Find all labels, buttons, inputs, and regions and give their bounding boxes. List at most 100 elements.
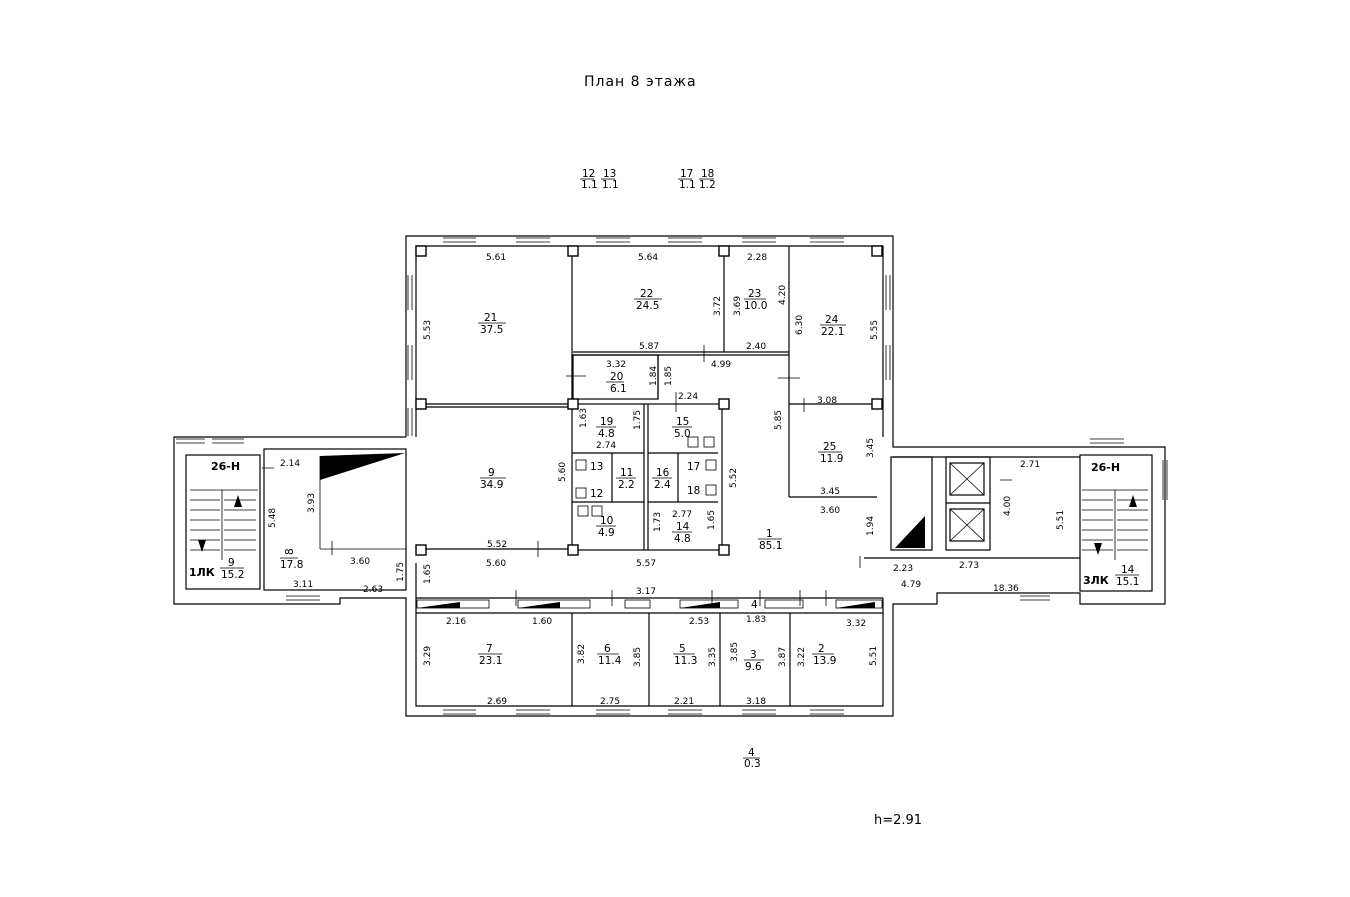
svg-text:5.0: 5.0 bbox=[674, 428, 691, 440]
svg-text:5.60: 5.60 bbox=[486, 559, 506, 569]
windows bbox=[176, 237, 1168, 715]
svg-text:23.1: 23.1 bbox=[479, 655, 502, 667]
svg-text:1.73: 1.73 bbox=[653, 512, 663, 532]
svg-text:2.77: 2.77 bbox=[672, 510, 692, 520]
svg-text:5.52: 5.52 bbox=[729, 468, 739, 488]
svg-text:5.64: 5.64 bbox=[638, 253, 658, 263]
svg-text:14: 14 bbox=[676, 521, 690, 533]
svg-text:15.1: 15.1 bbox=[1116, 576, 1139, 588]
interior-walls bbox=[416, 246, 1080, 706]
svg-text:7: 7 bbox=[486, 643, 493, 655]
right-stair bbox=[895, 489, 1148, 560]
svg-text:1.75: 1.75 bbox=[396, 562, 406, 582]
svg-text:2.74: 2.74 bbox=[596, 441, 616, 451]
svg-text:18: 18 bbox=[687, 485, 700, 497]
svg-text:3.60: 3.60 bbox=[350, 557, 370, 567]
svg-text:18: 18 bbox=[701, 168, 714, 180]
svg-text:21: 21 bbox=[484, 312, 497, 324]
svg-text:22.1: 22.1 bbox=[821, 326, 844, 338]
svg-text:4.00: 4.00 bbox=[1003, 496, 1013, 516]
svg-text:3.29: 3.29 bbox=[423, 646, 433, 666]
svg-text:3.60: 3.60 bbox=[820, 506, 840, 516]
svg-text:26-Н: 26-Н bbox=[211, 460, 240, 473]
svg-text:3: 3 bbox=[750, 649, 757, 661]
svg-text:22: 22 bbox=[640, 288, 653, 300]
svg-text:2.53: 2.53 bbox=[689, 617, 709, 627]
svg-text:16: 16 bbox=[656, 467, 670, 479]
svg-text:18.36: 18.36 bbox=[993, 584, 1019, 594]
svg-text:17: 17 bbox=[687, 461, 700, 473]
svg-text:11.3: 11.3 bbox=[674, 655, 697, 667]
svg-text:12: 12 bbox=[582, 168, 595, 180]
floating-room-12: 12 1.1 bbox=[580, 168, 598, 191]
svg-text:5: 5 bbox=[679, 643, 686, 655]
svg-text:26-Н: 26-Н bbox=[1091, 461, 1120, 474]
svg-text:24: 24 bbox=[825, 314, 839, 326]
svg-text:2.75: 2.75 bbox=[600, 697, 620, 707]
svg-text:10.0: 10.0 bbox=[744, 300, 767, 312]
svg-text:3.35: 3.35 bbox=[708, 647, 718, 667]
svg-text:3.93: 3.93 bbox=[307, 493, 317, 513]
svg-text:2.23: 2.23 bbox=[893, 564, 913, 574]
svg-text:11: 11 bbox=[620, 467, 633, 479]
svg-text:8: 8 bbox=[284, 548, 296, 555]
svg-text:13: 13 bbox=[603, 168, 616, 180]
svg-text:5.57: 5.57 bbox=[636, 559, 656, 569]
svg-text:1.94: 1.94 bbox=[866, 516, 876, 536]
svg-text:1.1: 1.1 bbox=[679, 179, 696, 191]
structural-columns bbox=[415, 245, 883, 556]
svg-text:2.24: 2.24 bbox=[678, 392, 698, 402]
svg-text:3.32: 3.32 bbox=[606, 360, 626, 370]
svg-text:5.85: 5.85 bbox=[774, 410, 784, 430]
svg-text:2.16: 2.16 bbox=[446, 617, 466, 627]
svg-text:24.5: 24.5 bbox=[636, 300, 659, 312]
svg-text:5.52: 5.52 bbox=[487, 540, 507, 550]
elevator-shafts bbox=[949, 462, 985, 542]
svg-text:1.1: 1.1 bbox=[581, 179, 598, 191]
svg-text:4.20: 4.20 bbox=[778, 285, 788, 305]
svg-text:11.9: 11.9 bbox=[820, 453, 843, 465]
svg-text:2.40: 2.40 bbox=[746, 342, 766, 352]
svg-text:15: 15 bbox=[676, 416, 689, 428]
svg-text:3ЛК: 3ЛК bbox=[1083, 574, 1109, 587]
svg-text:1.65: 1.65 bbox=[423, 564, 433, 584]
svg-text:12: 12 bbox=[590, 488, 603, 500]
svg-text:4: 4 bbox=[751, 599, 758, 611]
svg-text:2.28: 2.28 bbox=[747, 253, 767, 263]
svg-text:9.6: 9.6 bbox=[745, 661, 762, 673]
svg-text:9: 9 bbox=[488, 467, 495, 479]
svg-text:1.1: 1.1 bbox=[602, 179, 619, 191]
svg-text:5.51: 5.51 bbox=[1056, 510, 1066, 530]
door-markers bbox=[262, 345, 1012, 606]
svg-text:6: 6 bbox=[604, 643, 611, 655]
svg-text:6.30: 6.30 bbox=[795, 315, 805, 335]
left-stair bbox=[190, 453, 406, 560]
svg-text:1.60: 1.60 bbox=[532, 617, 552, 627]
svg-text:3.82: 3.82 bbox=[577, 644, 587, 664]
svg-text:2.69: 2.69 bbox=[487, 697, 507, 707]
svg-text:3.32: 3.32 bbox=[846, 619, 866, 629]
svg-text:1.65: 1.65 bbox=[707, 510, 717, 530]
svg-text:1.83: 1.83 bbox=[746, 615, 766, 625]
svg-text:1.85: 1.85 bbox=[664, 366, 674, 386]
svg-text:13: 13 bbox=[590, 461, 603, 473]
svg-text:2.4: 2.4 bbox=[654, 479, 671, 491]
svg-text:17: 17 bbox=[680, 168, 693, 180]
svg-text:1.75: 1.75 bbox=[633, 410, 643, 430]
svg-text:23: 23 bbox=[748, 288, 761, 300]
svg-text:5.53: 5.53 bbox=[423, 320, 433, 340]
plan-title: План 8 этажа bbox=[584, 74, 697, 90]
dimension-labels: 5.61 5.64 2.28 5.53 3.72 3.69 4.20 6.30 … bbox=[268, 253, 1066, 707]
stair-tags: 26-Н 26-Н 1ЛК 3ЛК bbox=[189, 460, 1120, 587]
svg-text:19: 19 bbox=[600, 416, 613, 428]
svg-text:2.73: 2.73 bbox=[959, 561, 979, 571]
svg-text:4.8: 4.8 bbox=[674, 533, 691, 545]
svg-text:1.84: 1.84 bbox=[649, 366, 659, 386]
svg-text:3.87: 3.87 bbox=[778, 647, 788, 667]
svg-text:4.79: 4.79 bbox=[901, 580, 921, 590]
svg-text:15.2: 15.2 bbox=[221, 569, 244, 581]
floating-room-17: 17 1.1 bbox=[678, 168, 696, 191]
svg-text:4: 4 bbox=[748, 747, 755, 759]
svg-text:4.9: 4.9 bbox=[598, 527, 615, 539]
